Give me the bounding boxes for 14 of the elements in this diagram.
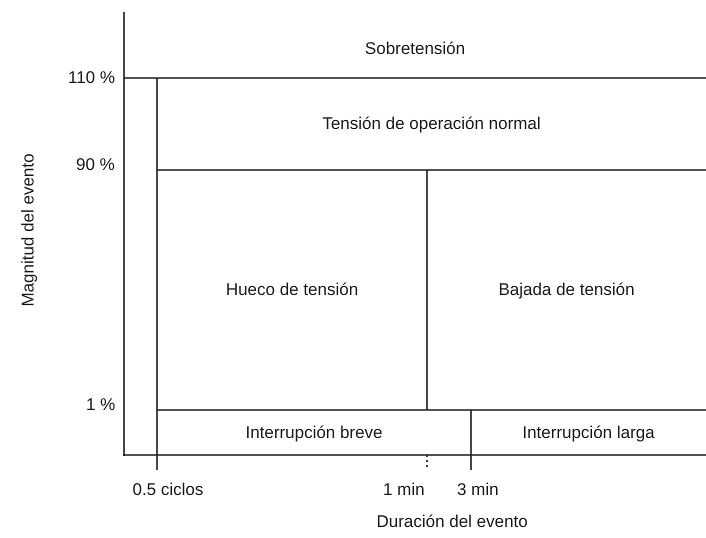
region-label: Interrupción larga bbox=[522, 422, 655, 442]
region-label: Hueco de tensión bbox=[226, 280, 358, 300]
region-label: Tensión de operación normal bbox=[322, 114, 541, 134]
tick-label: 1 % bbox=[86, 395, 116, 415]
axis-title: Duración del evento bbox=[376, 512, 528, 532]
tick-label: 110 % bbox=[68, 68, 115, 88]
region-label: Interrupción breve bbox=[245, 422, 383, 442]
region-label: Sobretensión bbox=[364, 39, 466, 59]
tick-label: 0.5 ciclos bbox=[132, 480, 204, 500]
tick-label: 3 min bbox=[457, 480, 499, 500]
tick-label: 1 min bbox=[383, 480, 425, 500]
axis-title: Magnitud del evento bbox=[18, 153, 38, 307]
tick-label: 90 % bbox=[76, 155, 115, 175]
region-label: Bajada de tensión bbox=[498, 280, 635, 300]
